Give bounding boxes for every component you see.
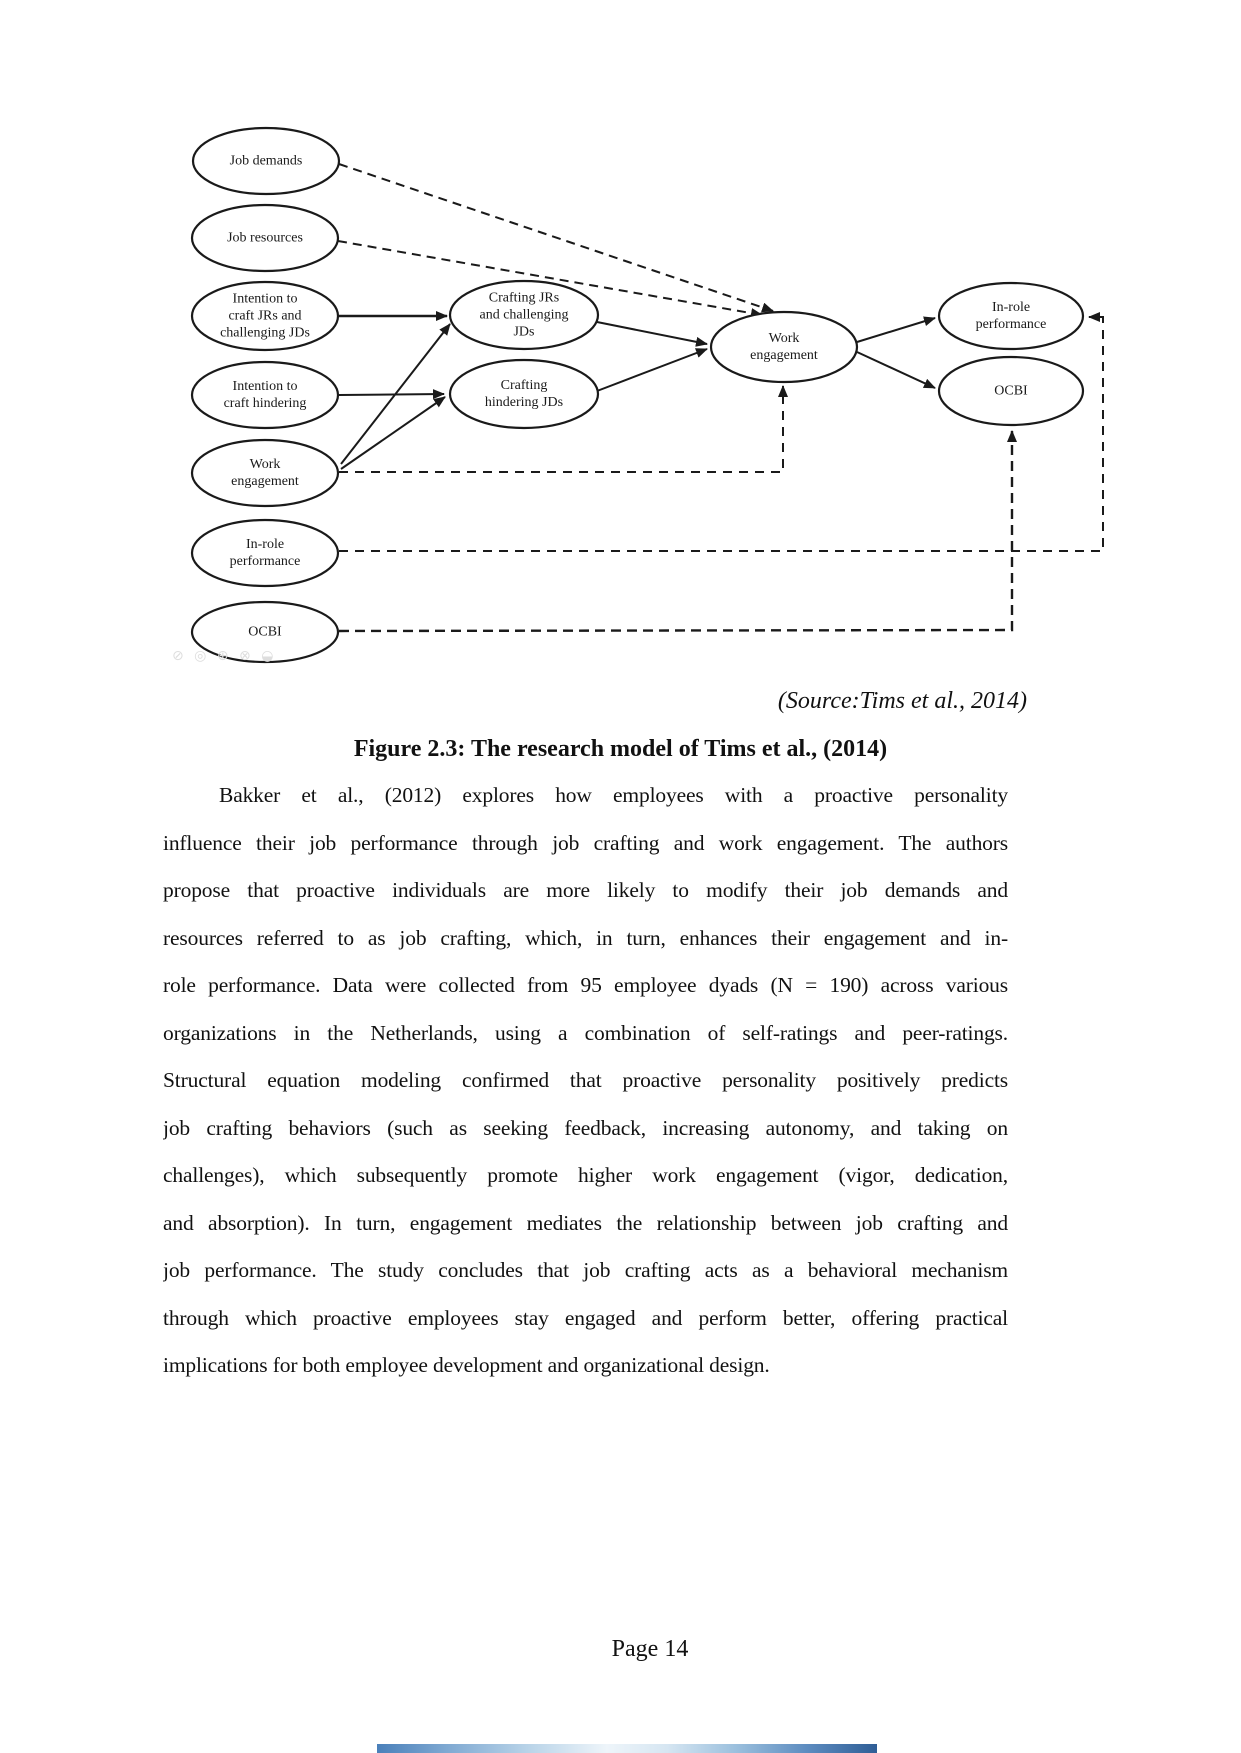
edge-inthind-crafthind (338, 389, 445, 400)
body-line: and absorption). In turn, engagement med… (163, 1210, 1008, 1235)
node-in-role-performance (937, 281, 1085, 351)
node-label-in-role-left: In-role performance (229, 537, 301, 569)
edge-craftjrs-we (596, 321, 708, 347)
node-crafting-jrs (448, 279, 600, 351)
edge-ocbi-feedback (338, 430, 1017, 633)
edge-we-ocbi (856, 351, 936, 389)
body-line-last: implications for both employee developme… (163, 1353, 770, 1377)
edge-job-demands-we (338, 163, 774, 313)
node-label-job-resources: Job resources (227, 230, 303, 246)
node-ocbi-left (190, 600, 340, 664)
node-label-ocbi: OCBI (994, 383, 1028, 399)
body-line: resources referred to as job crafting, w… (163, 925, 1008, 950)
node-ellipses (190, 126, 1085, 664)
solid-edges (338, 311, 936, 470)
node-work-engagement-left (190, 438, 340, 508)
node-label-work-engagement: Work engagement (750, 331, 818, 363)
edge-we-inrole (856, 316, 936, 343)
edge-weleft-craftjrs (340, 323, 451, 465)
figure-source-citation: (Source:Tims et al., 2014) (777, 688, 1027, 714)
body-line: influence their job performance through … (163, 830, 1008, 855)
body-line: Structural equation modeling confirmed t… (163, 1068, 1008, 1092)
node-label-in-role-performance: In-role performance (975, 300, 1047, 332)
watermark-icons: ⊘ ◎ ⊕ ⊗ ◒ (172, 648, 277, 664)
node-label-ocbi-left: OCBI (248, 624, 282, 640)
bottom-accent-bar (377, 1744, 877, 1753)
node-ocbi (937, 355, 1085, 427)
node-label-intention-craft-hindering: Intention to craft hindering (223, 379, 307, 411)
body-line: job performance. The study concludes tha… (163, 1258, 1008, 1282)
dashed-edges (337, 163, 1104, 633)
node-work-engagement (709, 310, 859, 384)
page-number: Page 14 (611, 1636, 689, 1662)
edge-weleft-we (339, 385, 788, 473)
node-label-job-demands: Job demands (229, 153, 303, 169)
node-job-resources (190, 203, 340, 273)
body-line: challenges), which subsequently promote … (163, 1163, 1008, 1187)
node-label-work-engagement-left: Work engagement (231, 457, 299, 489)
body-paragraph: Bakker et al., (2012) explores how emplo… (163, 772, 1008, 1390)
figure-caption: Figure 2.3: The research model of Tims e… (353, 736, 888, 762)
node-job-demands (191, 126, 341, 196)
body-line: organizations in the Netherlands, using … (163, 1020, 1008, 1045)
research-model-diagram (190, 126, 1104, 664)
edge-inrole-feedback (339, 312, 1104, 552)
node-intention-craft-jrs (190, 280, 340, 352)
edge-weleft-crafthind (340, 396, 446, 470)
node-intention-craft-hindering (190, 360, 340, 430)
edge-job-resources-we (337, 240, 763, 319)
edge-crafthind-we (596, 348, 708, 392)
body-line: through which proactive employees stay e… (163, 1305, 1008, 1330)
body-line: job crafting behaviors (such as seeking … (163, 1115, 1008, 1140)
node-crafting-hindering (448, 358, 600, 430)
body-line: propose that proactive individuals are m… (163, 878, 1008, 902)
body-line: role performance. Data were collected fr… (163, 973, 1008, 997)
node-label-crafting-hindering: Crafting hindering JDs (484, 378, 564, 410)
body-line: Bakker et al., (2012) explores how emplo… (219, 783, 1008, 807)
node-label-crafting-jrs: Crafting JRs and challenging JDs (479, 290, 569, 340)
node-label-intention-craft-jrs: Intention to craft JRs and challenging J… (220, 291, 310, 341)
node-in-role-left (190, 518, 340, 588)
